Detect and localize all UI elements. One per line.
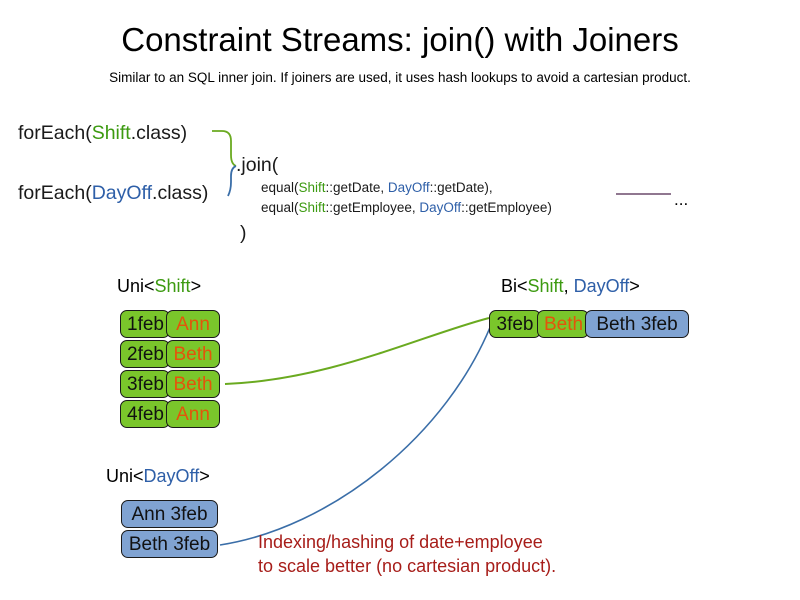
joiner-date-fn: equal( — [261, 180, 299, 195]
joiner-employee-left-type: Shift — [298, 200, 326, 215]
foreach-shift-prefix: forEach( — [18, 122, 92, 144]
shift-name-cell: Ann — [166, 400, 220, 428]
bi-fact-row[interactable]: 3feb Beth Beth 3feb — [489, 310, 689, 338]
table-row[interactable]: 1feb Ann — [120, 310, 220, 338]
shift-date-cell: 3feb — [120, 370, 170, 398]
joiner-employee-left-method: ::getEmployee, — [325, 200, 420, 215]
brace-shift-to-join — [212, 130, 237, 167]
table-row[interactable]: 3feb Beth — [120, 370, 220, 398]
joiner-date-left-type: Shift — [298, 180, 326, 195]
bi-type-b: DayOff — [573, 276, 630, 296]
uni-dayoff-type: DayOff — [143, 466, 200, 486]
ellipsis-label: ... — [674, 190, 689, 209]
code-foreach-dayoff: forEach(DayOff.class) — [18, 180, 208, 206]
bi-shift-date-cell: 3feb — [489, 310, 541, 338]
uni-shift-fact-list: 1feb Ann 2feb Beth 3feb Beth 4feb Ann — [120, 310, 240, 430]
foreach-dayoff-suffix: .class) — [152, 182, 209, 204]
foreach-dayoff-type: DayOff — [91, 182, 153, 204]
table-row[interactable]: Ann 3feb — [121, 500, 218, 528]
foreach-dayoff-prefix: forEach( — [18, 182, 92, 204]
code-join-open: .join( — [236, 154, 279, 176]
shift-name-cell: Ann — [166, 310, 220, 338]
dayoff-cell: Beth 3feb — [121, 530, 218, 558]
annotation-line-1: Indexing/hashing of date+employee — [258, 532, 543, 552]
joiner-date-right-method: ::getDate), — [429, 180, 493, 195]
shift-name-cell: Beth — [166, 370, 220, 398]
table-row[interactable]: Beth 3feb — [121, 530, 218, 558]
label-uni-shift: Uni<Shift> — [117, 274, 201, 298]
curve-shift-to-bi — [224, 317, 490, 385]
joiner-employee-fn: equal( — [261, 200, 299, 215]
code-join-close: ) — [240, 222, 247, 244]
foreach-shift-suffix: .class) — [130, 122, 188, 144]
uni-dayoff-prefix: Uni< — [106, 466, 144, 486]
joiner-employee-right-type: DayOff — [419, 200, 462, 215]
bi-dayoff-cell: Beth 3feb — [585, 310, 689, 338]
shift-date-cell: 2feb — [120, 340, 170, 368]
joiner-date-left-method: ::getDate, — [325, 180, 388, 195]
code-foreach-shift: forEach(Shift.class) — [18, 120, 187, 146]
uni-shift-suffix: > — [190, 276, 202, 296]
shift-date-cell: 4feb — [120, 400, 170, 428]
code-joiner-date: equal(Shift::getDate, DayOff::getDate), — [261, 178, 493, 197]
table-row[interactable]: 4feb Ann — [120, 400, 220, 428]
label-bi-stream: Bi<Shift, DayOff> — [501, 274, 640, 298]
annotation-line-2: to scale better (no cartesian product). — [258, 556, 557, 576]
uni-dayoff-suffix: > — [199, 466, 210, 486]
code-joiner-employee: equal(Shift::getEmployee, DayOff::getEmp… — [261, 198, 552, 217]
bi-shift-name-cell: Beth — [537, 310, 589, 338]
uni-dayoff-fact-list: Ann 3feb Beth 3feb — [121, 500, 231, 560]
page-subtitle: Similar to an SQL inner join. If joiners… — [109, 70, 691, 85]
table-row[interactable]: 2feb Beth — [120, 340, 220, 368]
shift-name-cell: Beth — [166, 340, 220, 368]
foreach-shift-type: Shift — [91, 122, 131, 144]
joiner-date-right-type: DayOff — [387, 180, 430, 195]
bi-type-a: Shift — [527, 276, 564, 296]
joiner-employee-right-method: ::getEmployee) — [461, 200, 552, 215]
page-title: Constraint Streams: join() with Joiners — [121, 21, 679, 58]
bi-suffix: > — [629, 276, 640, 296]
uni-shift-type: Shift — [154, 276, 191, 296]
bi-sep: , — [563, 276, 574, 296]
brace-dayoff-to-join — [227, 165, 237, 197]
curve-dayoff-to-bi — [219, 319, 494, 546]
bi-prefix: Bi< — [501, 276, 528, 296]
shift-date-cell: 1feb — [120, 310, 170, 338]
label-uni-dayoff: Uni<DayOff> — [106, 464, 210, 488]
uni-shift-prefix: Uni< — [117, 276, 155, 296]
dayoff-cell: Ann 3feb — [121, 500, 218, 528]
annotation-note: Indexing/hashing of date+employee to sca… — [258, 530, 556, 578]
